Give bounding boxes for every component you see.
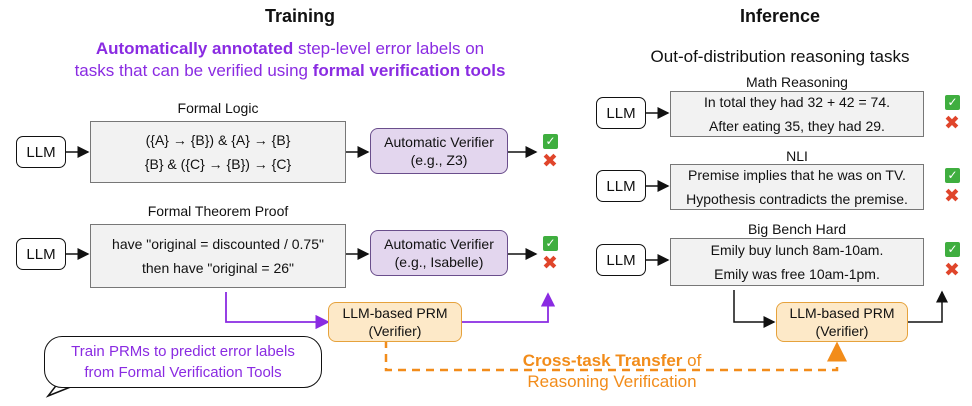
check-mark-icon: ✓ — [945, 242, 960, 257]
automatic-verifier-z3: Automatic Verifier (e.g., Z3) — [370, 128, 508, 174]
cross-mark-icon: ✖ — [944, 113, 960, 134]
formal-logic-steps: ({A} → {B}) & {A} → {B} {B} & ({C} → {B}… — [90, 121, 346, 183]
cross-mark-icon: ✖ — [542, 151, 558, 172]
inference-subtitle: Out-of-distribution reasoning tasks — [650, 47, 910, 66]
verifier-isabelle-line1: Automatic Verifier — [384, 236, 494, 252]
prm-training-line1: LLM-based PRM — [342, 305, 448, 321]
llm-box-theorem-proof: LLM — [16, 238, 66, 270]
cross-mark-icon: ✖ — [944, 260, 960, 281]
llm-based-prm-training: LLM-based PRM (Verifier) — [328, 302, 462, 342]
theorem-proof-label: Formal Theorem Proof — [147, 203, 289, 219]
llm-box-math: LLM — [596, 97, 646, 129]
cross-task-transfer-text: Cross-task Transfer of Reasoning Verific… — [480, 350, 744, 392]
subtitle-rest-2: tasks that can be verified using — [74, 61, 313, 80]
formal-logic-step-1: ({A} → {B}) & {A} → {B} — [145, 132, 291, 148]
check-mark-icon: ✓ — [543, 134, 558, 149]
formal-logic-label: Formal Logic — [177, 100, 259, 116]
math-reasoning-steps: In total they had 32 + 42 = 74. After ea… — [670, 91, 924, 137]
inference-title: Inference — [739, 6, 821, 26]
llm-box-nli: LLM — [596, 170, 646, 202]
bbh-steps: Emily buy lunch 8am-10am. Emily was free… — [670, 238, 924, 286]
nli-label: NLI — [786, 148, 808, 164]
check-mark-icon: ✓ — [945, 95, 960, 110]
automatic-verifier-isabelle: Automatic Verifier (e.g., Isabelle) — [370, 230, 508, 276]
llm-based-prm-inference: LLM-based PRM (Verifier) — [776, 302, 908, 342]
training-title: Training — [264, 6, 335, 26]
subtitle-bold-2: formal verification tools — [312, 61, 506, 80]
theorem-proof-step-1: have "original = discounted / 0.75" — [112, 236, 324, 252]
math-step-2: After eating 35, they had 29. — [709, 118, 885, 134]
cross-mark-icon: ✖ — [944, 186, 960, 207]
theorem-proof-steps: have "original = discounted / 0.75" then… — [90, 224, 346, 288]
transfer-line2: Reasoning Verification — [527, 372, 697, 391]
bbh-step-1: Emily buy lunch 8am-10am. — [710, 242, 884, 258]
theorem-proof-step-2: then have "original = 26" — [142, 260, 294, 276]
subtitle-rest-1: step-level error labels on — [293, 39, 485, 58]
prm-inference-line1: LLM-based PRM — [789, 305, 895, 321]
verifier-z3-line1: Automatic Verifier — [384, 134, 494, 150]
bubble-line1: Train PRMs to predict error labels — [71, 343, 295, 360]
llm-box-formal-logic: LLM — [16, 136, 66, 168]
nli-step-2: Hypothesis contradicts the premise. — [686, 191, 908, 207]
verifier-z3-line2: (e.g., Z3) — [410, 152, 468, 168]
train-prms-bubble: Train PRMs to predict error labels from … — [44, 336, 322, 388]
llm-box-bbh: LLM — [596, 244, 646, 276]
prm-training-line2: (Verifier) — [368, 323, 422, 339]
nli-step-1: Premise implies that he was on TV. — [688, 167, 906, 183]
formal-logic-step-2: {B} & ({C} → {B}) → {C} — [144, 156, 292, 172]
transfer-rest: of — [682, 351, 702, 370]
prm-inference-line2: (Verifier) — [815, 323, 869, 339]
bubble-line2: from Formal Verification Tools — [84, 364, 282, 381]
verifier-isabelle-line2: (e.g., Isabelle) — [394, 254, 484, 270]
bbh-step-2: Emily was free 10am-1pm. — [714, 266, 880, 282]
cross-mark-icon: ✖ — [542, 253, 558, 274]
training-subtitle: Automatically annotated step-level error… — [20, 38, 560, 82]
big-bench-hard-label: Big Bench Hard — [747, 221, 847, 237]
check-mark-icon: ✓ — [945, 168, 960, 183]
check-mark-icon: ✓ — [543, 236, 558, 251]
transfer-bold: Cross-task Transfer — [522, 351, 683, 370]
math-reasoning-label: Math Reasoning — [746, 74, 848, 90]
nli-steps: Premise implies that he was on TV. Hypot… — [670, 164, 924, 210]
math-step-1: In total they had 32 + 42 = 74. — [703, 94, 891, 110]
subtitle-bold-1: Automatically annotated — [95, 39, 294, 58]
